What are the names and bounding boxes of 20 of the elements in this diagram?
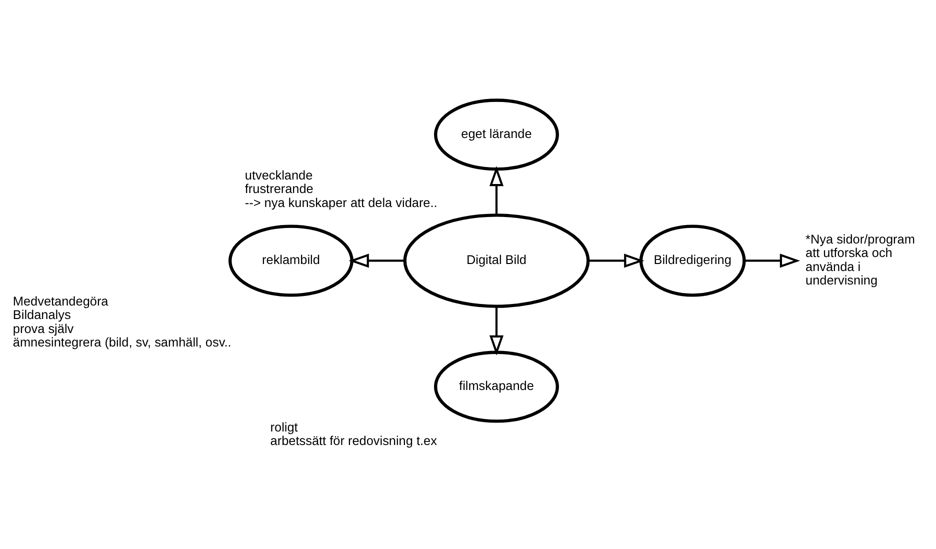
node-label: frustrerande [244, 181, 314, 196]
node-label: roligt [270, 419, 298, 434]
node-label: --> nya kunskaper att dela vidare.. [244, 194, 438, 210]
node-label: prova själv [12, 320, 74, 336]
node-ellipse: Bildredigering [639, 224, 746, 297]
arrow [744, 254, 800, 268]
node-ellipse: eget lärande [434, 98, 559, 171]
node-text: *Nya sidor/program att utforska och använda i undervisning [806, 231, 915, 288]
node-label: arbetssätt för redovisning t.ex [270, 433, 437, 448]
node-label: ämnesintegrera (bild, sv, samhäll, osv.. [12, 334, 232, 350]
node-label: Bildanalys [12, 307, 71, 322]
node-ellipse: Digital Bild [403, 214, 590, 308]
node-label: utvecklande [244, 167, 313, 182]
node-label: Medvetandegöra [12, 293, 108, 308]
arrow [348, 254, 405, 268]
node-ellipse: reklambild [228, 224, 354, 297]
arrow [489, 306, 504, 356]
node-ellipse: filmskapande [434, 350, 559, 423]
arrow [489, 166, 504, 215]
arrow [588, 254, 644, 268]
